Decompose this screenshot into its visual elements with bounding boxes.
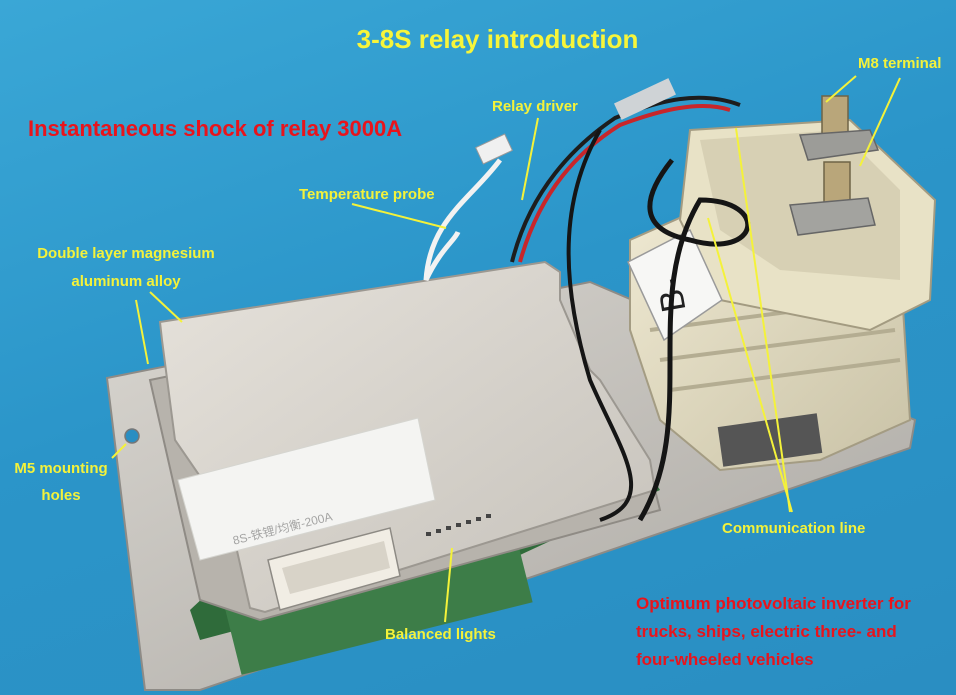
m5-holes-label-line2: holes (41, 487, 81, 504)
temperature-probe-wire (423, 158, 502, 282)
relay-driver-wire-black (510, 95, 741, 263)
inverter-line1: Optimum photovoltaic inverter for (636, 594, 911, 613)
m8-terminal-icon (789, 95, 880, 236)
m5-holes-label-line1: M5 mounting (14, 460, 108, 477)
label-sticker (177, 417, 436, 561)
m8-terminal-label: M8 terminal (858, 55, 942, 72)
inverter-callout: Optimum photovoltaic inverter for trucks… (636, 590, 956, 674)
communication-wire-2 (566, 129, 634, 522)
heat-shrink-sleeve (614, 78, 676, 120)
connector-slot (282, 541, 390, 594)
inverter-line2: trucks, ships, electric three- and (636, 622, 897, 641)
relay-driver-wire (518, 103, 731, 263)
communication-line-label: Communication line (722, 520, 866, 537)
shock-callout: Instantaneous shock of relay 3000A (28, 116, 403, 141)
communication-wire (637, 158, 751, 522)
alloy-label-line2: aluminum alloy (71, 273, 181, 290)
relay-driver-label: Relay driver (492, 98, 578, 115)
mounting-hole-icon (124, 428, 140, 444)
inverter-line3: four-wheeled vehicles (636, 650, 814, 669)
temperature-probe-label: Temperature probe (299, 186, 435, 203)
alloy-label-line1: Double layer magnesium (37, 245, 215, 262)
page-title: 3-8S relay introduction (356, 24, 639, 54)
balance-led-row (426, 514, 491, 536)
callout-lines (111, 75, 901, 623)
temperature-probe-head (475, 133, 513, 165)
balanced-lights-label: Balanced lights (385, 626, 496, 643)
